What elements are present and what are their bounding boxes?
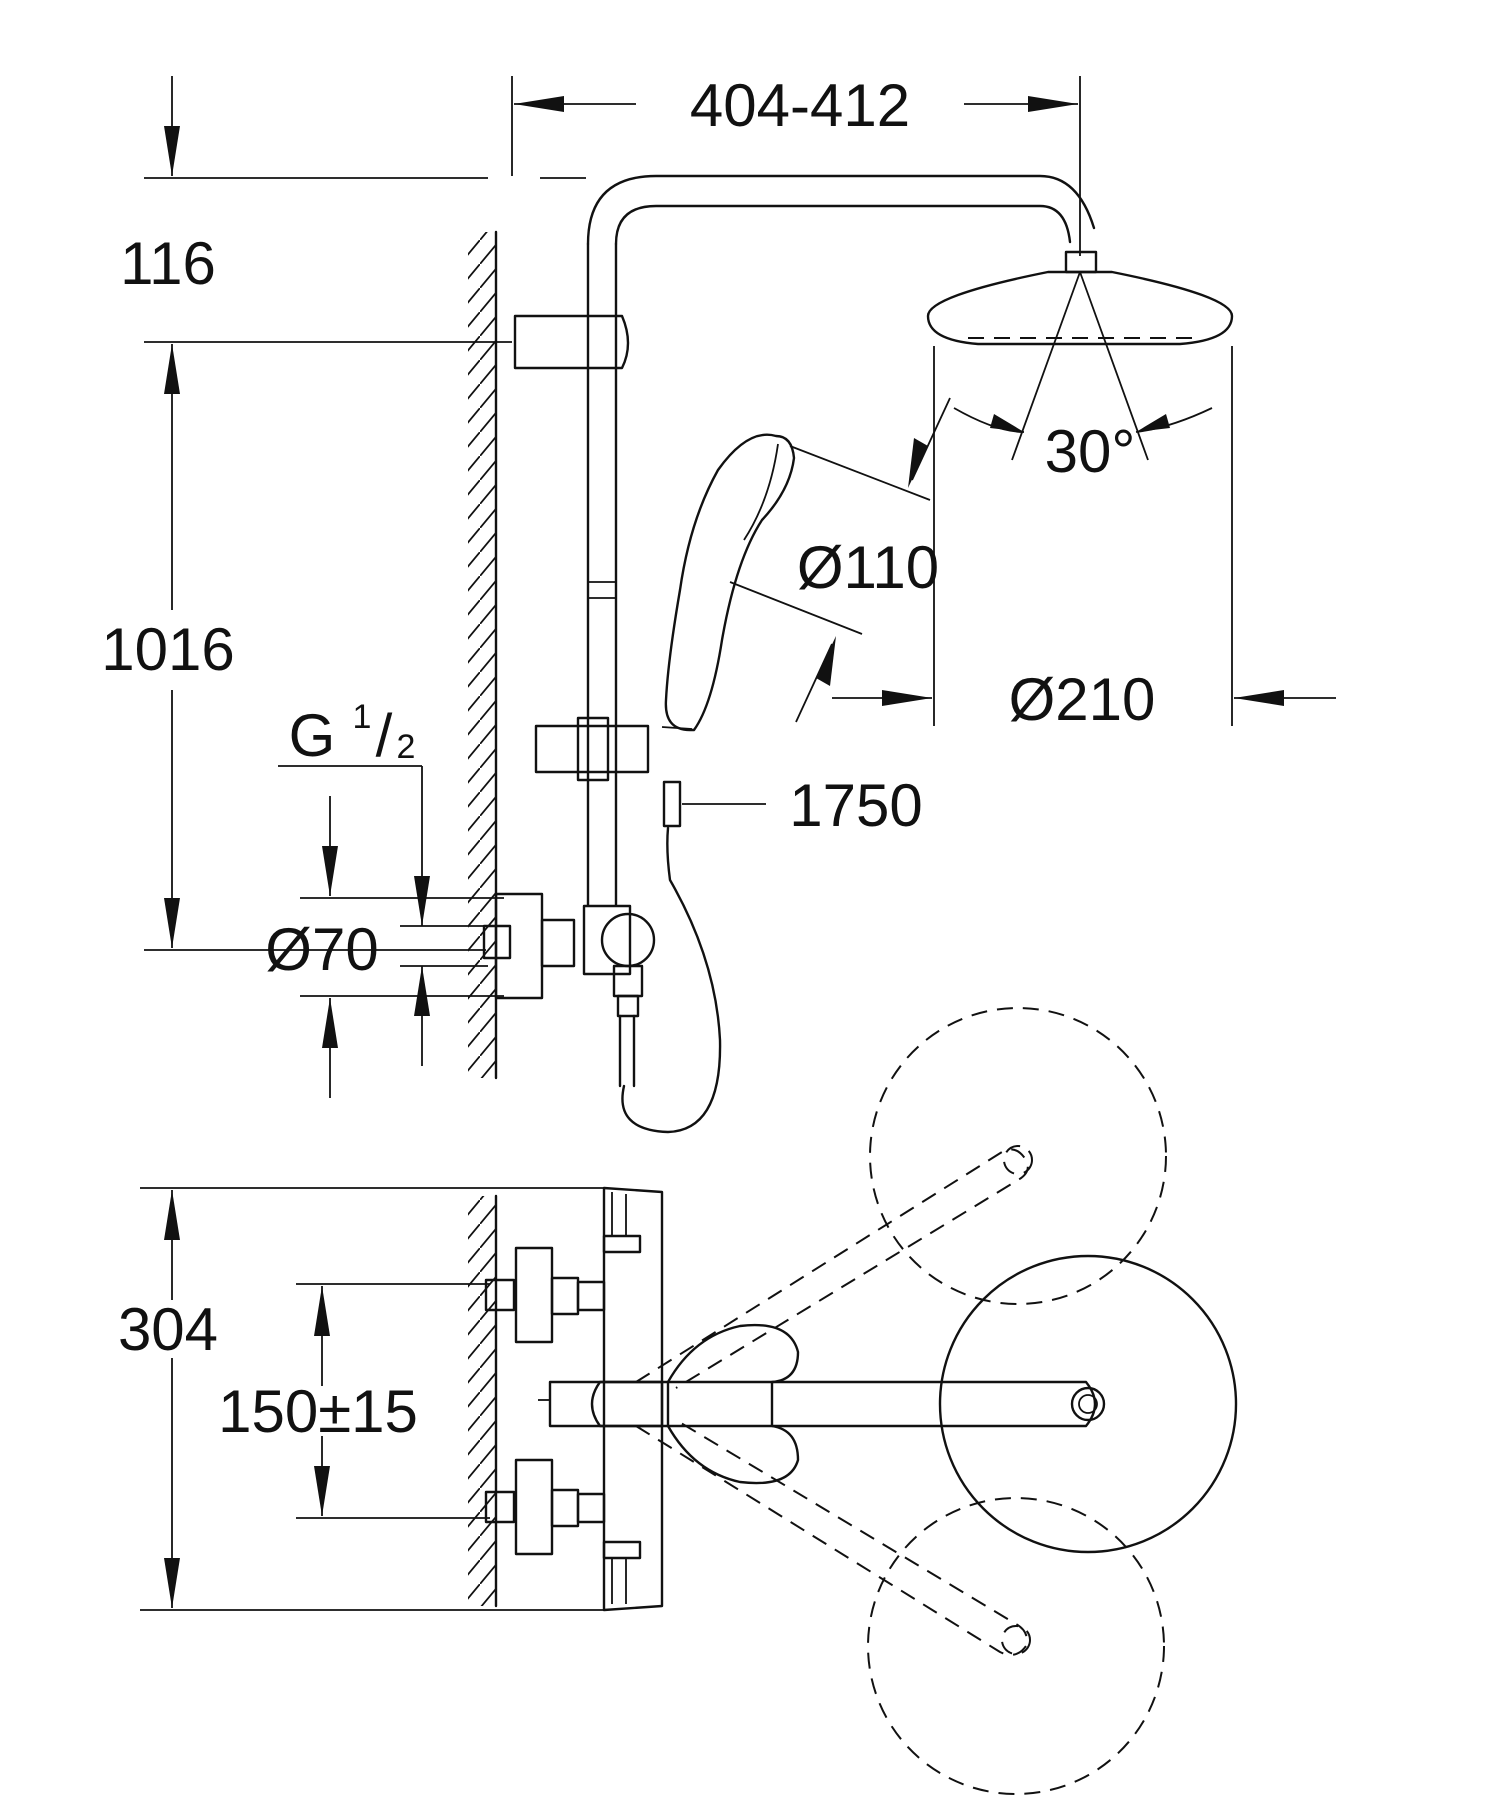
wall-hatching-icon	[468, 230, 498, 1080]
hose-length-label: 1750	[789, 772, 922, 839]
dimension-arrow-icon	[414, 876, 430, 926]
swivel-range	[635, 1007, 1167, 1795]
projection-label: 404-412	[690, 72, 910, 139]
dimension-lines	[140, 76, 1336, 1611]
dimension-arrow-icon	[314, 1286, 330, 1336]
thread-slash: /	[376, 702, 393, 769]
inlet-dia-label: Ø70	[265, 916, 378, 983]
head-plan	[938, 1254, 1238, 1554]
wall-hatching-icon	[468, 1194, 498, 1608]
dimension-arrow-icon	[414, 966, 430, 1016]
hand-shower-plan	[666, 1323, 800, 1485]
dimension-labels: 404-412 116 1016 G 1 / 2 Ø70 Ø110 30° Ø2…	[101, 72, 1155, 1445]
arm-height-label: 116	[120, 230, 216, 297]
dimension-arrow-icon	[322, 846, 338, 896]
dimension-arrow-icon	[908, 438, 928, 488]
wall-bracket	[513, 314, 630, 370]
mixer-height-label: 304	[118, 1296, 218, 1363]
centres-label: 150±15	[218, 1378, 418, 1445]
angle-label: 30°	[1045, 418, 1136, 485]
dimension-arrow-icon	[164, 344, 180, 394]
head-dia-label: Ø210	[1009, 666, 1156, 733]
thread-den-label: 2	[397, 728, 416, 766]
hose	[621, 826, 722, 1134]
dimension-arrow-icon	[164, 1558, 180, 1608]
dimension-arrow-icon	[882, 690, 932, 706]
side-view	[468, 174, 1234, 1134]
mixer-side	[482, 892, 656, 1088]
arm-plan	[538, 1254, 1238, 1554]
dimension-arrow-icon	[514, 96, 564, 112]
hand-shower-dia-label: Ø110	[797, 534, 939, 601]
head-shower	[926, 250, 1234, 461]
dimension-arrow-icon	[164, 1190, 180, 1240]
dimension-arrow-icon	[1234, 690, 1284, 706]
plan-view	[468, 1007, 1238, 1795]
dimension-arrow-icon	[314, 1466, 330, 1516]
rail-height-label: 1016	[101, 616, 234, 683]
mixer-plan	[484, 1186, 664, 1612]
dimension-arrow-icon	[164, 898, 180, 948]
slide-holder	[534, 716, 682, 828]
thread-num-label: 1	[353, 698, 372, 736]
dimension-arrow-icon	[322, 998, 338, 1048]
dimension-arrow-icon	[1028, 96, 1078, 112]
dimension-arrow-icon	[164, 126, 180, 176]
hand-shower	[661, 433, 796, 732]
thread-label: G	[289, 702, 336, 769]
dimension-arrow-icon	[816, 636, 836, 686]
